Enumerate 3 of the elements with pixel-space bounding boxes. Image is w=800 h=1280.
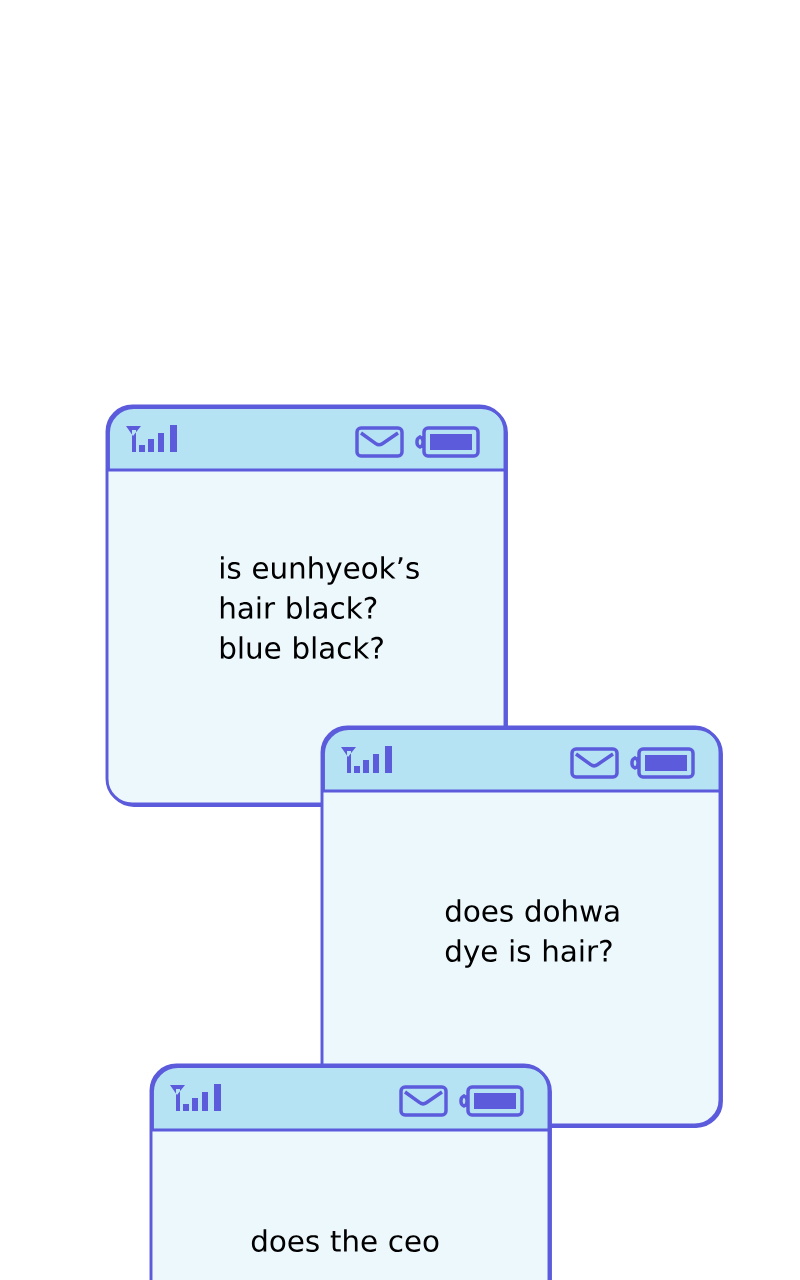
message-text: is eunhyeok’s hair black? blue black? bbox=[220, 556, 419, 659]
message-text: does dohwa dye is hair? bbox=[445, 899, 619, 968]
message-text: does the ceo bbox=[251, 1229, 439, 1252]
